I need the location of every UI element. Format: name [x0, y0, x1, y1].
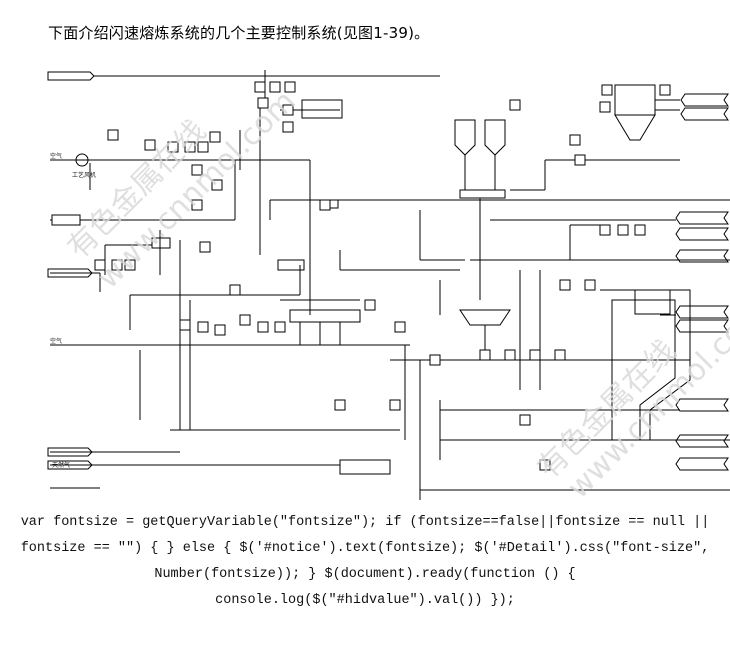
process-diagram-svg: 空气 工艺风机 空气 天然气 有色金属在线 www.cnnmol.com 有色金… [47, 70, 730, 506]
label-process-fan: 工艺风机 [72, 171, 96, 179]
flash-smelting-control-diagram: 空气 工艺风机 空气 天然气 有色金属在线 www.cnnmol.com 有色金… [40, 60, 730, 506]
code-snippet-text: var fontsize = getQueryVariable("fontsiz… [20, 515, 710, 608]
watermark: 有色金属在线 www.cnnmol.com 有色金属在线 www.cnnmol.… [61, 84, 730, 506]
intro-paragraph: 下面介绍闪速熔炼系统的几个主要控制系统(见图1-39)。 [48, 24, 430, 42]
svg-text:www.cnnmol.com: www.cnnmol.com [561, 294, 730, 500]
label-air-1: 空气 [50, 152, 62, 160]
label-air-2: 空气 [50, 337, 62, 345]
label-natural-gas: 天然气 [52, 461, 70, 469]
